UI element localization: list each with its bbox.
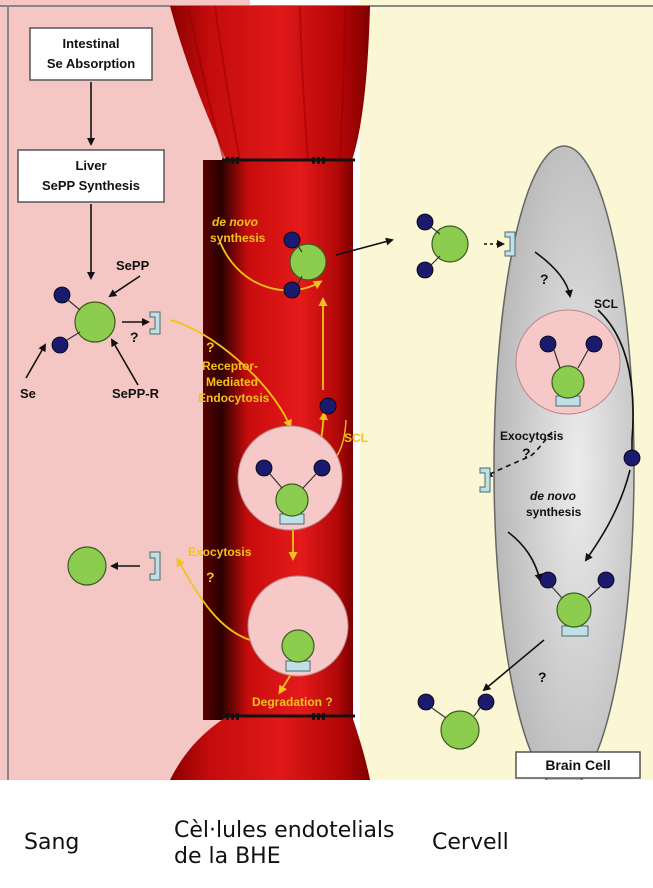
- caption-endothelial: Cèl·lules endotelials de la BHE: [174, 818, 404, 870]
- selenium-transport-diagram: Intestinal Se Absorption Liver SePP Synt…: [0, 0, 653, 780]
- sepp-r-label: SePP-R: [112, 386, 160, 401]
- question-mark-brain-1: ?: [540, 271, 549, 287]
- liver-label-2: SePP Synthesis: [42, 178, 140, 193]
- de-novo-endo-label-2: synthesis: [210, 231, 266, 245]
- question-mark-brain-3: ?: [538, 669, 547, 685]
- de-novo-endo-label-1: de novo: [212, 215, 258, 229]
- degradation-label: Degradation ?: [252, 695, 333, 709]
- rme-label-3: Endocytosis: [198, 391, 270, 405]
- de-novo-brain-label-1: de novo: [530, 489, 576, 503]
- liver-label-1: Liver: [75, 158, 106, 173]
- caption-brain: Cervell: [432, 830, 509, 856]
- question-mark-rme: ?: [206, 339, 215, 355]
- exocytosis-endo-label: Exocytosis: [188, 545, 252, 559]
- intestinal-box: Intestinal Se Absorption: [30, 28, 152, 80]
- rme-label-2: Mediated: [206, 375, 258, 389]
- brain-cell-label: Brain Cell: [545, 757, 610, 773]
- sepp-label: SePP: [116, 258, 150, 273]
- brain-cell-box: Brain Cell: [516, 752, 640, 778]
- question-mark-exo: ?: [206, 569, 215, 585]
- se-label: Se: [20, 386, 36, 401]
- intestinal-label-2: Se Absorption: [47, 56, 135, 71]
- caption-blood: Sang: [24, 830, 79, 856]
- intestinal-label-1: Intestinal: [62, 36, 119, 51]
- scl-brain-label: SCL: [594, 297, 618, 311]
- question-mark-brain-2: ?: [522, 445, 531, 461]
- de-novo-brain-label-2: synthesis: [526, 505, 582, 519]
- exocytosis-brain-label: Exocytosis: [500, 429, 564, 443]
- rme-label-1: Receptor-: [202, 359, 258, 373]
- liver-box: Liver SePP Synthesis: [18, 150, 164, 202]
- scl-endo-label: SCL: [344, 431, 368, 445]
- question-mark-blood: ?: [130, 329, 139, 345]
